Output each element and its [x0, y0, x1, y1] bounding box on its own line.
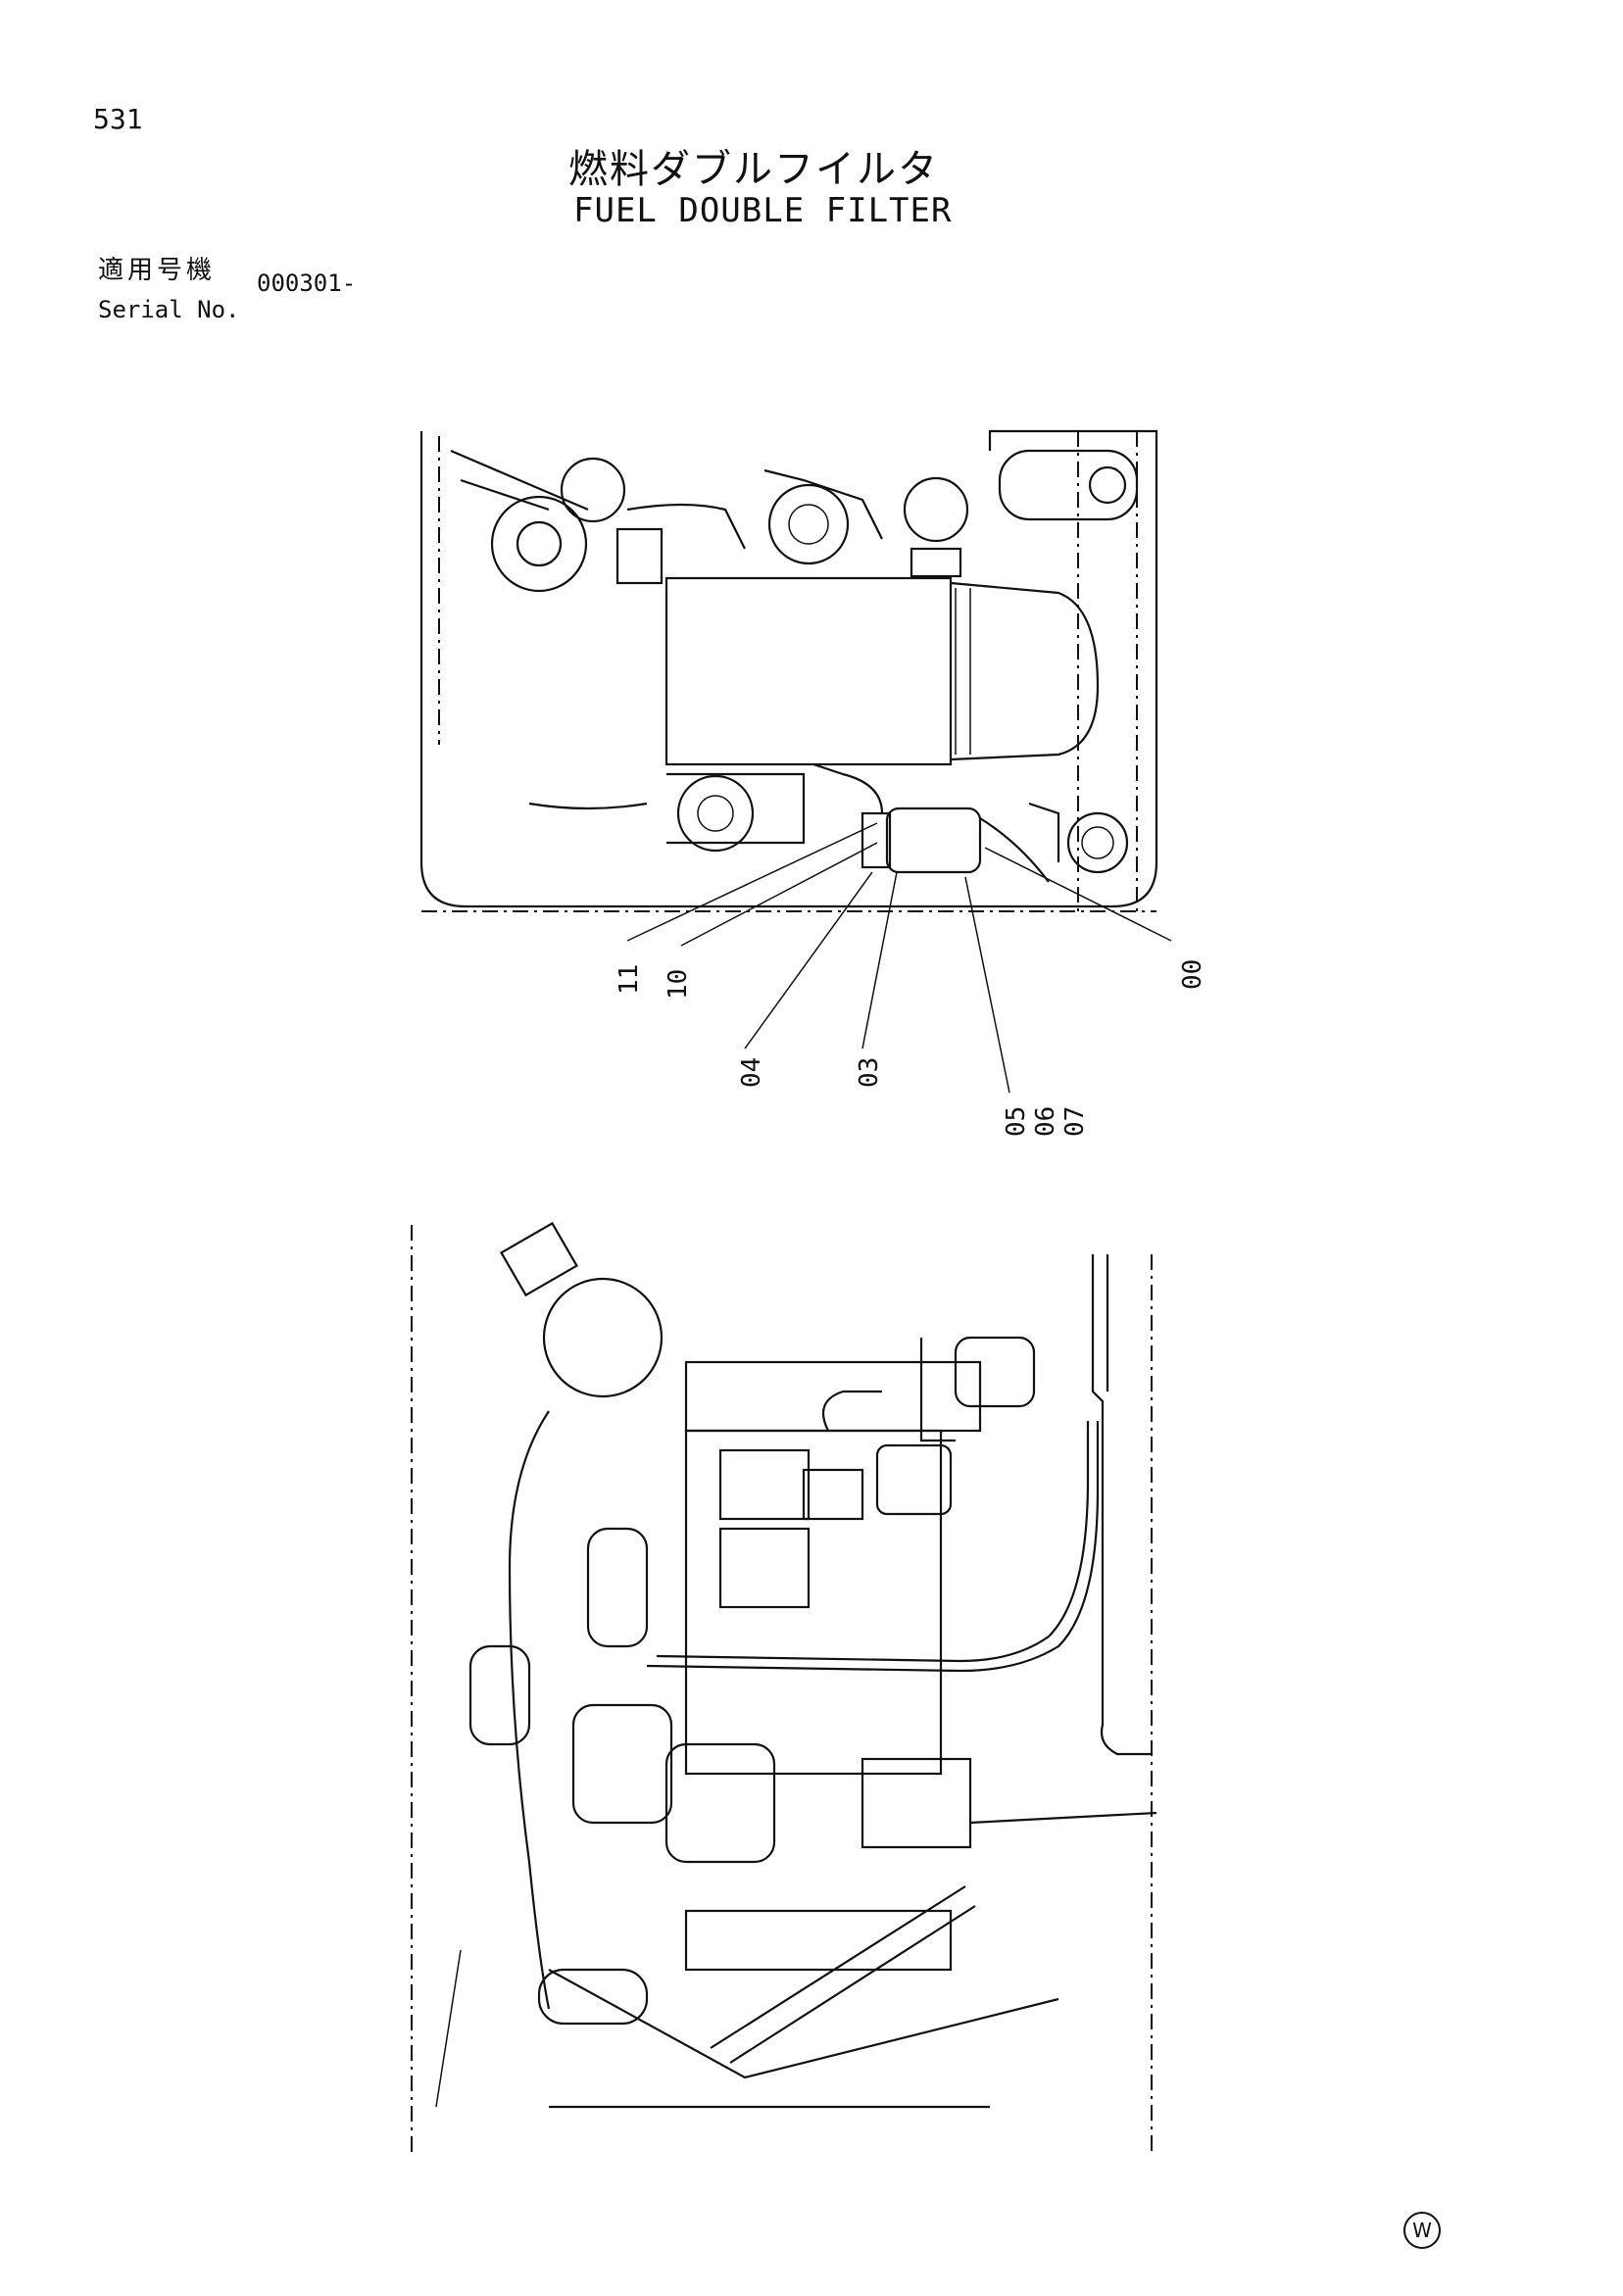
callout-11: 11 — [615, 964, 644, 995]
serial-number-value: 000301- — [257, 269, 357, 297]
callout-04: 04 — [737, 1057, 766, 1088]
callout-10: 10 — [664, 969, 693, 1000]
callout-07: 07 — [1060, 1106, 1090, 1137]
page-title-japanese: 燃料ダブルフイルタ — [568, 147, 939, 192]
page-number: 531 — [93, 103, 143, 135]
page-title-english: FUEL DOUBLE FILTER — [573, 191, 953, 230]
manufacturer-logo: W — [1403, 2212, 1441, 2249]
callout-05: 05 — [1002, 1106, 1031, 1137]
callout-03: 03 — [855, 1057, 884, 1088]
serial-label-english: Serial No. — [98, 296, 240, 323]
serial-label-japanese: 適用号機 — [98, 256, 217, 285]
callout-06: 06 — [1031, 1106, 1060, 1137]
top-view-drawing — [419, 429, 1172, 1094]
side-view-drawing — [411, 1221, 1157, 2156]
callout-00: 00 — [1178, 959, 1207, 990]
